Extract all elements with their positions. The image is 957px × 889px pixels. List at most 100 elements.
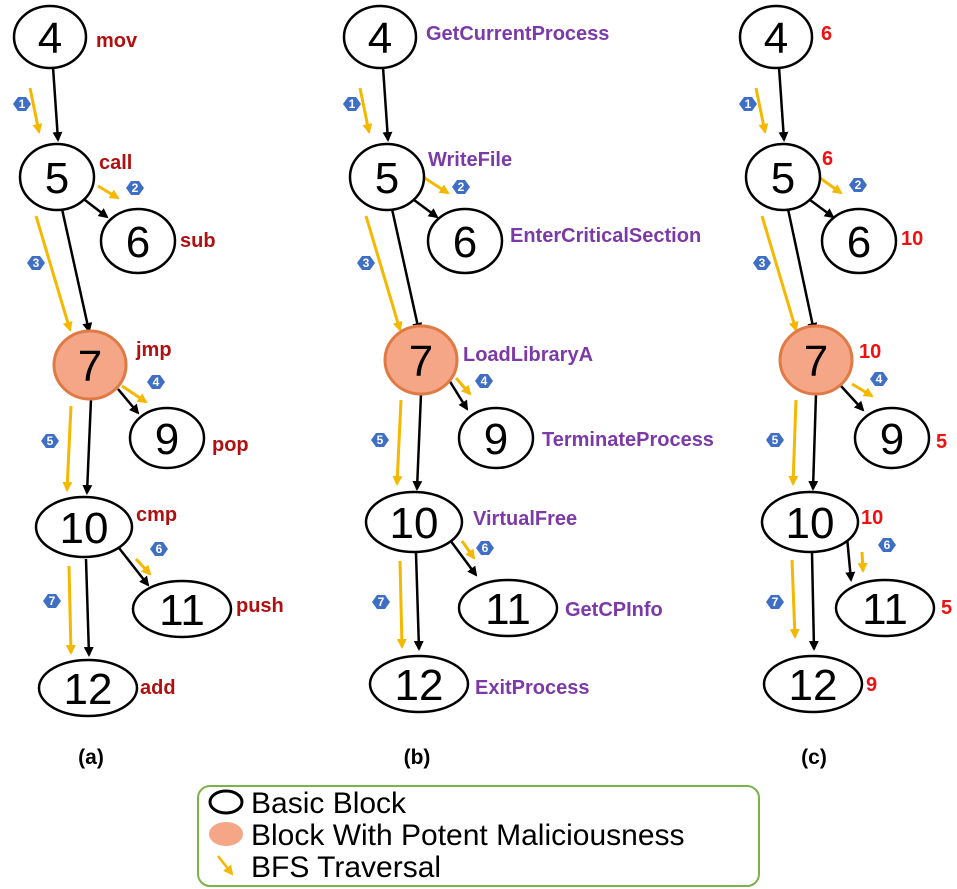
edge-4-5 [777,66,789,142]
label-n11: GetCPInfo [565,599,663,621]
edge-7-9 [117,388,140,415]
node-5: 5 [18,142,96,212]
step-badge-2: 2 [849,178,867,192]
svg-text:12: 12 [789,661,838,710]
edge-10-11 [448,539,478,577]
step-badge-4: 4 [870,372,888,386]
step-badge-7: 7 [43,594,61,608]
panel-caption-c: (c) [801,746,827,769]
traversal-arrow-6 [460,540,476,560]
node-12: 12 [368,654,470,714]
traversal-arrow-7 [65,565,76,655]
svg-text:10: 10 [390,499,439,548]
label-n7: jmp [135,339,172,361]
label-n7: LoadLibraryA [463,344,593,366]
step-badge-4: 4 [147,375,165,389]
node-6: 6 [426,207,504,275]
step-badge-6: 6 [476,541,494,555]
svg-text:11: 11 [862,585,908,634]
svg-text:7: 7 [409,337,433,386]
label-n5: WriteFile [428,149,512,171]
node-4: 4 [12,4,88,70]
panel-c: 4 5 6 7 9 10 11 12 6 6 [738,4,952,769]
step-badge-7: 7 [372,595,390,609]
traversal-arrow-5 [392,399,403,486]
step-badge-2: 2 [126,181,144,195]
svg-text:1: 1 [349,97,356,111]
svg-text:7: 7 [772,595,779,609]
node-9: 9 [128,406,206,470]
traversal-arrow-1 [754,87,769,134]
svg-text:9: 9 [484,415,508,464]
svg-text:9: 9 [155,415,179,464]
svg-text:5: 5 [771,154,795,203]
node-10: 10 [34,495,134,559]
svg-text:4: 4 [38,14,62,63]
step-badge-1: 1 [343,97,361,111]
svg-text:6: 6 [482,541,489,555]
step-badge-7: 7 [766,595,784,609]
traversal-arrow-5 [788,399,799,486]
legend-basic-block-label: Basic Block [251,787,407,820]
svg-text:11: 11 [485,585,531,634]
edge-7-10 [808,393,819,491]
node-5: 5 [348,142,426,212]
step-badge-3: 3 [753,256,771,270]
label-n5: call [99,152,132,174]
svg-text:4: 4 [764,14,788,63]
step-badge-6: 6 [150,542,168,556]
traversal-arrow-2 [422,175,450,195]
edge-10-11 [845,536,856,582]
svg-text:2: 2 [132,181,139,195]
svg-text:10: 10 [786,499,835,548]
svg-text:6: 6 [884,538,891,552]
svg-text:9: 9 [880,415,904,464]
label-n6: sub [180,230,216,252]
node-4: 4 [342,4,418,70]
traversal-arrow-3 [364,215,403,332]
svg-text:1: 1 [745,97,752,111]
svg-text:7: 7 [378,595,385,609]
traversal-arrow-1 [358,87,373,134]
label-n10: 10 [861,507,883,529]
label-n11: push [236,595,284,617]
traversal-arrow-5 [62,405,73,492]
label-n12: add [140,677,176,699]
label-n12: 9 [866,674,877,696]
label-n9: TerminateProcess [542,429,714,451]
node-6: 6 [820,207,898,275]
node-10: 10 [760,490,860,554]
label-n12: ExitProcess [475,677,590,699]
edge-10-12 [413,552,424,651]
panel-b: 4 5 6 7 9 10 11 12 GetCurrent [342,4,714,769]
label-n6: EnterCriticalSection [510,225,701,247]
svg-text:3: 3 [33,256,40,270]
svg-text:4: 4 [153,375,160,389]
svg-text:6: 6 [156,542,163,556]
svg-text:6: 6 [847,218,871,267]
edge-7-9 [840,385,865,412]
node-6: 6 [99,207,177,275]
svg-text:7: 7 [78,342,102,391]
label-n9: 5 [936,431,947,453]
svg-text:12: 12 [64,665,113,714]
node-11: 11 [131,579,233,639]
node-11: 11 [834,578,936,638]
legend-malicious-block-label: Block With Potent Maliciousness [251,819,685,852]
step-badge-5: 5 [371,433,389,447]
svg-text:5: 5 [377,433,384,447]
svg-text:3: 3 [759,256,766,270]
step-badge-3: 3 [27,256,45,270]
edge-10-12 [83,558,94,657]
edge-5-7 [786,208,818,333]
svg-text:6: 6 [453,218,477,267]
label-n10: VirtualFree [473,508,577,530]
label-n6: 10 [901,228,923,250]
node-10: 10 [364,490,464,554]
node-11: 11 [457,578,559,638]
traversal-arrow-3 [34,215,73,332]
node-12: 12 [762,654,864,714]
traversal-arrow-4 [454,377,472,396]
legend-item-malicious-block: Block With Potent Maliciousness [209,819,685,852]
svg-text:10: 10 [60,504,109,553]
